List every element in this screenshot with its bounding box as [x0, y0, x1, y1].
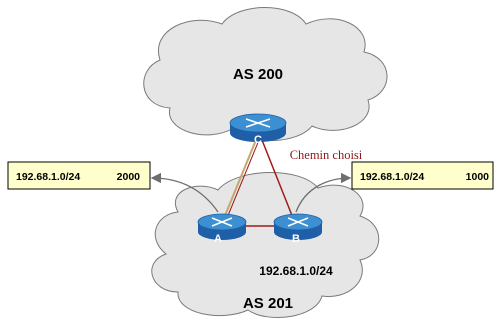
router-a-label: A: [214, 233, 222, 245]
path-label: Chemin choisi: [290, 148, 363, 162]
router-c: C: [229, 113, 287, 146]
as201-prefix-label: 192.68.1.0/24: [259, 264, 333, 278]
left-box-value: 2000: [117, 171, 141, 183]
arrow-a-to-left-box: [150, 172, 219, 213]
left-route-box: 192.68.1.0/24 2000: [7, 161, 151, 190]
right-box-value: 1000: [466, 171, 490, 183]
right-box-prefix: 192.68.1.0/24: [360, 171, 424, 183]
router-arrows-icon: [287, 217, 309, 227]
left-box-prefix: 192.68.1.0/24: [16, 171, 80, 183]
router-arrows-icon: [245, 118, 271, 128]
as200-label: AS 200: [233, 66, 283, 83]
arrow-b-to-right-box: [295, 172, 352, 213]
router-c-label: C: [254, 134, 262, 146]
router-arrows-icon: [211, 217, 233, 227]
right-route-box: 192.68.1.0/24 1000: [351, 161, 494, 190]
links: [223, 139, 294, 227]
link-c-a: [223, 139, 257, 219]
as201-label: AS 201: [243, 295, 293, 312]
router-a: A: [197, 213, 247, 245]
link-c-a-path: [226, 139, 260, 219]
link-c-b: [261, 139, 294, 219]
cloud-as201: AS 201: [151, 172, 380, 318]
router-b-label: B: [292, 233, 300, 245]
cloud-as200: AS 200: [143, 7, 388, 141]
router-b: B: [273, 213, 323, 245]
